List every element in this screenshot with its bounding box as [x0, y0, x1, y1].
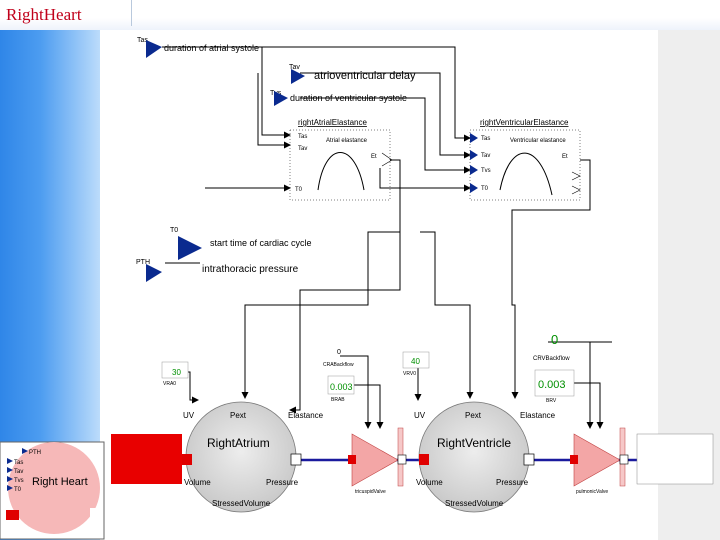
const-crab[interactable]: 0 CRABackflow — [323, 349, 354, 368]
svg-text:T0: T0 — [170, 227, 178, 234]
right-atrium-chamber[interactable]: RightAtrium UV Pext Elastance Volume Pre… — [182, 401, 324, 513]
svg-text:BRAB: BRAB — [331, 397, 345, 403]
inflow-connector[interactable] — [111, 434, 182, 484]
svg-text:0.003: 0.003 — [538, 379, 566, 391]
ventricle-in-port — [419, 454, 429, 465]
svg-text:Tas: Tas — [14, 460, 23, 466]
svg-text:Volume: Volume — [184, 478, 211, 487]
svg-text:start time of cardiac cycle: start time of cardiac cycle — [210, 238, 312, 248]
svg-text:Tas: Tas — [481, 136, 490, 142]
svg-text:Ventricular elastance: Ventricular elastance — [510, 138, 566, 144]
right-heart-icon[interactable]: Right Heart PTH Tas Tav Tvs T0 — [0, 441, 105, 540]
svg-text:T0: T0 — [14, 487, 22, 493]
svg-text:Tav: Tav — [298, 146, 307, 152]
svg-text:40: 40 — [411, 357, 420, 366]
atrial-elastance-curve — [317, 152, 365, 191]
svg-text:UV: UV — [414, 411, 426, 420]
svg-text:Tav: Tav — [481, 153, 490, 159]
param-tvs[interactable]: Tvs duration of ventricular systole — [270, 90, 407, 106]
svg-text:Et: Et — [562, 154, 568, 160]
svg-text:Pext: Pext — [230, 411, 247, 420]
svg-text:Elastance: Elastance — [520, 411, 556, 420]
svg-text:Tav: Tav — [289, 64, 300, 71]
svg-text:StressedVolume: StressedVolume — [212, 499, 271, 508]
svg-text:PTH: PTH — [29, 450, 41, 456]
svg-text:Atrial elastance: Atrial elastance — [326, 138, 368, 144]
svg-text:T0: T0 — [481, 186, 489, 192]
tricuspid-valve[interactable]: tricuspidValve — [348, 427, 407, 495]
svg-text:StressedVolume: StressedVolume — [445, 499, 504, 508]
svg-text:tricuspidValve: tricuspidValve — [355, 489, 386, 495]
svg-text:RightAtrium: RightAtrium — [207, 436, 270, 450]
svg-text:T0: T0 — [295, 187, 303, 193]
svg-text:Tvs: Tvs — [481, 168, 491, 174]
svg-text:duration of ventricular systol: duration of ventricular systole — [290, 93, 407, 103]
svg-text:Right Heart: Right Heart — [32, 476, 88, 488]
svg-text:Volume: Volume — [416, 478, 443, 487]
svg-text:Tvs: Tvs — [14, 478, 24, 484]
param-tas[interactable]: Tas duration of atrial systole — [137, 37, 259, 58]
svg-text:0: 0 — [337, 349, 341, 356]
svg-text:0.003: 0.003 — [330, 382, 353, 392]
param-tav[interactable]: Tav atrioventricular delay — [289, 64, 416, 84]
const-brv[interactable]: 0.003 BRV — [534, 369, 575, 404]
atrium-in-port — [182, 454, 192, 465]
ventricular-elastance-curve — [499, 152, 553, 196]
ventricle-out-port — [523, 453, 535, 466]
svg-text:Pressure: Pressure — [266, 478, 299, 487]
svg-text:Pext: Pext — [465, 411, 482, 420]
svg-text:RightVentricle: RightVentricle — [437, 436, 511, 450]
signal-wires — [162, 46, 612, 429]
svg-text:UV: UV — [183, 411, 195, 420]
svg-text:30: 30 — [172, 368, 181, 377]
const-crv[interactable]: 0 CRVBackflow — [533, 332, 570, 362]
svg-text:duration of atrial systole: duration of atrial systole — [164, 43, 259, 53]
top-bar — [0, 0, 720, 30]
page-title: RightHeart — [6, 5, 82, 24]
param-pth[interactable]: PTH intrathoracic pressure — [136, 259, 299, 282]
svg-text:VRV0: VRV0 — [403, 371, 416, 377]
svg-text:0: 0 — [551, 332, 558, 347]
right-ventricle-chamber[interactable]: RightVentricle UV Pext Elastance Volume … — [414, 401, 556, 513]
svg-text:Et: Et — [371, 154, 377, 160]
svg-text:intrathoracic pressure: intrathoracic pressure — [202, 264, 299, 275]
outflow-port[interactable] — [636, 433, 714, 485]
svg-text:VRA0: VRA0 — [163, 381, 176, 387]
const-brab[interactable]: 0.003 BRAB — [327, 375, 355, 403]
right-atrial-elastance-block[interactable]: rightAtrialElastance Atrial elastance Ta… — [289, 118, 393, 201]
atrium-out-port — [290, 453, 302, 466]
svg-text:Tav: Tav — [14, 469, 23, 475]
svg-text:CRVBackflow: CRVBackflow — [533, 356, 570, 362]
svg-text:atrioventricular delay: atrioventricular delay — [314, 70, 416, 82]
param-t0[interactable]: T0 start time of cardiac cycle — [170, 227, 312, 260]
const-vra0[interactable]: 30 VRA0 — [161, 361, 189, 387]
svg-text:pulmonicValve: pulmonicValve — [576, 489, 608, 495]
const-vrv0[interactable]: 40 VRV0 — [402, 351, 430, 377]
svg-text:rightAtrialElastance: rightAtrialElastance — [298, 118, 367, 127]
svg-text:Elastance: Elastance — [288, 411, 324, 420]
svg-text:BRV: BRV — [546, 398, 557, 404]
svg-text:Pressure: Pressure — [496, 478, 529, 487]
svg-text:PTH: PTH — [136, 259, 150, 266]
svg-text:CRABackflow: CRABackflow — [323, 362, 354, 368]
title-separator — [131, 0, 132, 26]
svg-text:Tas: Tas — [137, 37, 148, 44]
right-ventricular-elastance-block[interactable]: rightVentricularElastance Ventricular el… — [469, 118, 581, 201]
svg-text:Tas: Tas — [298, 134, 307, 140]
pulmonic-valve[interactable]: pulmonicValve — [570, 427, 629, 495]
svg-text:rightVentricularElastance: rightVentricularElastance — [480, 118, 569, 127]
